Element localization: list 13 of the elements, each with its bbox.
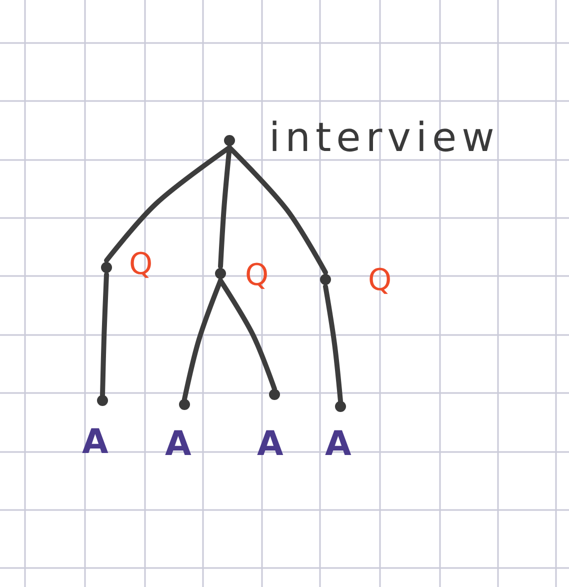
branch-line xyxy=(227,145,328,275)
question-label: Q xyxy=(245,261,269,291)
answer-label: A xyxy=(165,427,192,461)
branch-line xyxy=(323,284,343,404)
answer-label: A xyxy=(257,427,284,461)
question-label: Q xyxy=(129,250,153,280)
answer-label: A xyxy=(325,427,352,461)
topic-label: interview xyxy=(269,118,500,158)
question-label: Q xyxy=(368,266,392,296)
branch-line xyxy=(100,272,109,398)
branch-line xyxy=(182,278,223,402)
answer-label: A xyxy=(82,425,108,459)
branch-line xyxy=(218,278,277,392)
